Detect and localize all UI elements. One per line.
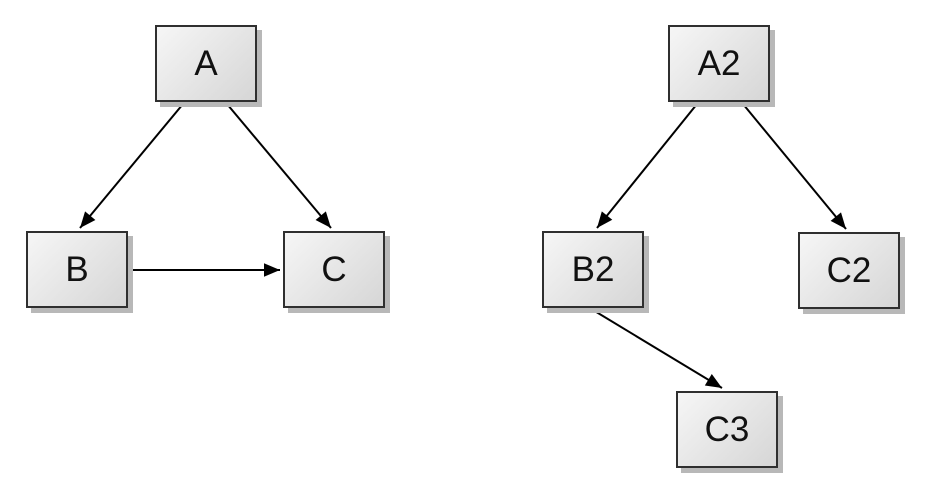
edge-A-B[interactable]	[79, 103, 184, 229]
edge-B2-C3[interactable]	[592, 309, 723, 389]
node-C3-label: C3	[704, 410, 750, 449]
node-B[interactable]: B	[26, 231, 128, 308]
edge-A2-C2[interactable]	[742, 103, 847, 230]
node-A-label: A	[194, 44, 218, 83]
edge-A2-B2[interactable]	[596, 103, 698, 229]
node-C-label: C	[321, 250, 347, 289]
node-A2[interactable]: A2	[668, 25, 770, 102]
node-C2[interactable]: C2	[798, 232, 900, 309]
node-B2-label: B2	[571, 250, 615, 289]
node-C2-label: C2	[826, 251, 872, 290]
edge-A-C[interactable]	[226, 103, 332, 229]
node-B2[interactable]: B2	[542, 231, 644, 308]
node-C[interactable]: C	[283, 231, 385, 308]
node-A[interactable]: A	[155, 25, 257, 102]
node-C3[interactable]: C3	[676, 391, 778, 468]
node-B-label: B	[65, 250, 89, 289]
node-A2-label: A2	[697, 44, 741, 83]
